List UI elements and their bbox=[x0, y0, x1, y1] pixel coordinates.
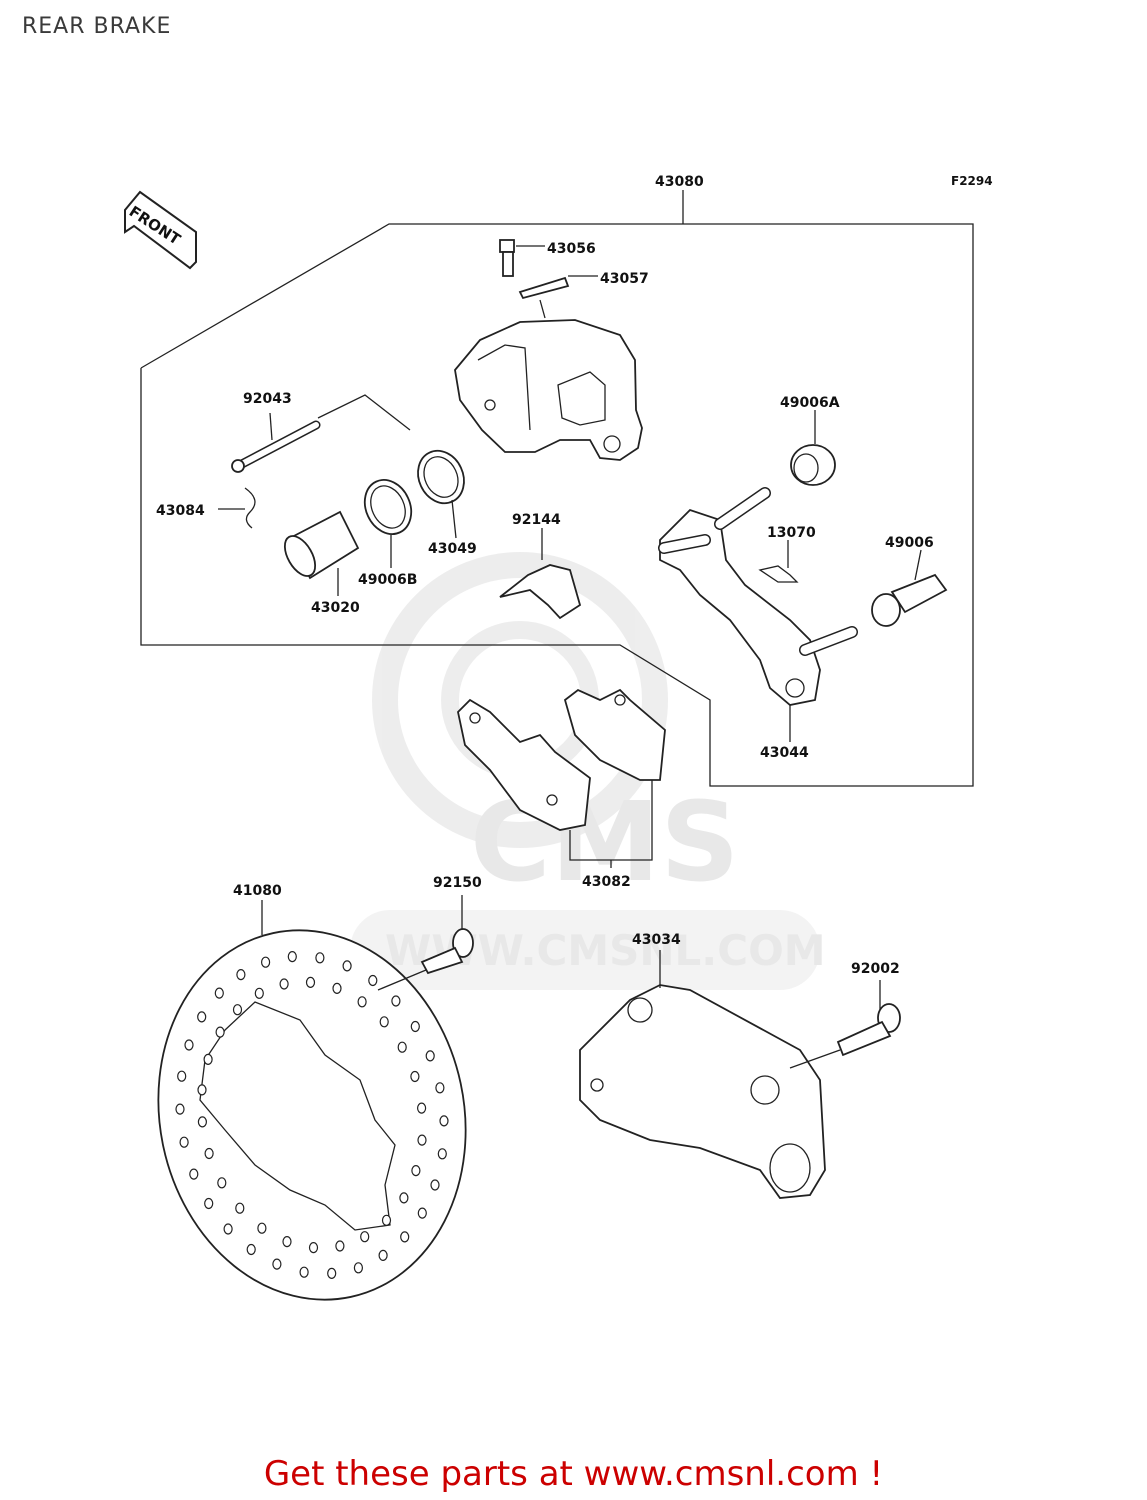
part-label-92002[interactable]: 92002 bbox=[851, 961, 900, 977]
assembly-outline bbox=[140, 223, 974, 787]
disc-vent-hole bbox=[435, 1082, 445, 1094]
disc-vent-hole bbox=[287, 950, 297, 963]
rubber-boot bbox=[790, 444, 836, 486]
disc-vent-hole bbox=[315, 952, 325, 964]
disc-vent-hole bbox=[203, 1053, 213, 1066]
footer-parts-link[interactable]: Get these parts at www.cmsnl.com ! bbox=[263, 1454, 884, 1494]
disc-vent-hole bbox=[257, 1222, 267, 1234]
disc-vent-hole bbox=[360, 1231, 370, 1243]
disc-vent-hole bbox=[217, 1177, 227, 1189]
disc-vent-hole bbox=[184, 1039, 194, 1051]
part-label-49006[interactable]: 49006 bbox=[885, 535, 934, 551]
disc-vent-hole bbox=[430, 1179, 440, 1191]
disc-vent-hole bbox=[437, 1148, 447, 1160]
part-label-43034[interactable]: 43034 bbox=[632, 932, 681, 948]
disc-vent-hole bbox=[235, 1202, 245, 1214]
disc-vent-hole bbox=[381, 1214, 392, 1226]
slide-bolt bbox=[871, 573, 948, 627]
disc-vent-hole bbox=[335, 1240, 345, 1252]
figure-code: F2294 bbox=[951, 174, 993, 188]
disc-vent-hole bbox=[439, 1115, 449, 1127]
disc-vent-hole bbox=[197, 1116, 207, 1128]
brake-disc bbox=[157, 929, 467, 1301]
pad-spring bbox=[499, 564, 582, 620]
bleeder-screw bbox=[499, 239, 515, 277]
disc-vent-hole bbox=[353, 1262, 363, 1274]
part-label-43084[interactable]: 43084 bbox=[156, 503, 205, 519]
disc-vent-hole bbox=[378, 1249, 388, 1262]
part-label-43049[interactable]: 43049 bbox=[428, 541, 477, 557]
caliper-pin bbox=[231, 420, 321, 473]
disc-vent-hole bbox=[282, 1235, 292, 1248]
front-arrow-icon: FRONT bbox=[124, 190, 197, 270]
disc-vent-hole bbox=[236, 968, 246, 981]
disc-vent-hole bbox=[417, 1102, 427, 1114]
disc-vent-hole bbox=[197, 1084, 207, 1096]
caliper-mount-bracket bbox=[579, 984, 826, 1199]
part-label-43082[interactable]: 43082 bbox=[582, 874, 631, 890]
watermark: CMS WWW.CMSNL.COM bbox=[350, 552, 826, 990]
brake-pads bbox=[457, 688, 666, 831]
piston-seal-outer bbox=[417, 449, 465, 505]
disc-vent-hole bbox=[179, 1136, 189, 1148]
piston bbox=[283, 510, 360, 580]
part-label-43020[interactable]: 43020 bbox=[311, 600, 360, 616]
disc-vent-hole bbox=[305, 976, 316, 989]
disc-vent-hole bbox=[391, 995, 401, 1007]
caliper-body bbox=[454, 319, 643, 461]
disc-vent-hole bbox=[254, 987, 264, 999]
disc-vent-hole bbox=[400, 1231, 410, 1243]
disc-vent-hole bbox=[308, 1241, 319, 1254]
part-label-92144[interactable]: 92144 bbox=[512, 512, 561, 528]
retainer-clip bbox=[758, 565, 799, 583]
disc-vent-hole bbox=[332, 982, 342, 995]
mount-bolt bbox=[836, 1003, 901, 1057]
part-label-43057[interactable]: 43057 bbox=[600, 271, 649, 287]
disc-vent-hole bbox=[410, 1070, 420, 1083]
disc-vent-hole bbox=[223, 1223, 233, 1235]
disc-vent-hole bbox=[246, 1243, 256, 1256]
disc-vent-hole bbox=[177, 1070, 187, 1082]
disc-bolt bbox=[420, 928, 474, 975]
disc-vent-hole bbox=[397, 1041, 407, 1053]
disc-vent-hole bbox=[189, 1168, 199, 1180]
disc-vent-hole bbox=[279, 978, 289, 990]
part-label-43056[interactable]: 43056 bbox=[547, 241, 596, 257]
disc-vent-hole bbox=[204, 1197, 214, 1210]
disc-vent-hole bbox=[327, 1267, 337, 1280]
disc-vent-hole bbox=[215, 1026, 225, 1038]
disc-vent-hole bbox=[410, 1020, 420, 1033]
disc-vent-hole bbox=[425, 1050, 435, 1062]
disc-vent-hole bbox=[299, 1266, 309, 1278]
disc-vent-hole bbox=[272, 1258, 282, 1270]
part-label-13070[interactable]: 13070 bbox=[767, 525, 816, 541]
part-label-92043[interactable]: 92043 bbox=[243, 391, 292, 407]
disc-vent-hole bbox=[175, 1103, 185, 1115]
page-title: REAR BRAKE bbox=[22, 14, 172, 39]
bleeder-cap bbox=[518, 276, 570, 300]
disc-vent-hole bbox=[417, 1207, 427, 1219]
part-label-43044[interactable]: 43044 bbox=[760, 745, 809, 761]
disc-vent-hole bbox=[232, 1004, 243, 1016]
disc-vent-hole bbox=[342, 960, 352, 972]
disc-vent-hole bbox=[368, 974, 378, 987]
disc-vent-hole bbox=[417, 1134, 427, 1146]
disc-vent-hole bbox=[214, 987, 224, 999]
piston-seal-inner bbox=[363, 479, 413, 535]
caliper-bracket bbox=[658, 487, 858, 706]
part-label-49006B[interactable]: 49006B bbox=[358, 572, 417, 588]
part-label-41080[interactable]: 41080 bbox=[233, 883, 282, 899]
disc-vent-hole bbox=[379, 1016, 389, 1028]
disc-vent-hole bbox=[411, 1164, 421, 1177]
part-label-92150[interactable]: 92150 bbox=[433, 875, 482, 891]
disc-vent-hole bbox=[399, 1192, 409, 1204]
part-label-49006A[interactable]: 49006A bbox=[780, 395, 840, 411]
disc-vent-hole bbox=[357, 996, 367, 1008]
disc-vent-hole bbox=[197, 1011, 207, 1023]
disc-vent-hole bbox=[204, 1147, 214, 1160]
pin-clip bbox=[244, 487, 256, 529]
disc-vent-hole bbox=[261, 956, 271, 968]
part-label-43080[interactable]: 43080 bbox=[655, 174, 704, 190]
